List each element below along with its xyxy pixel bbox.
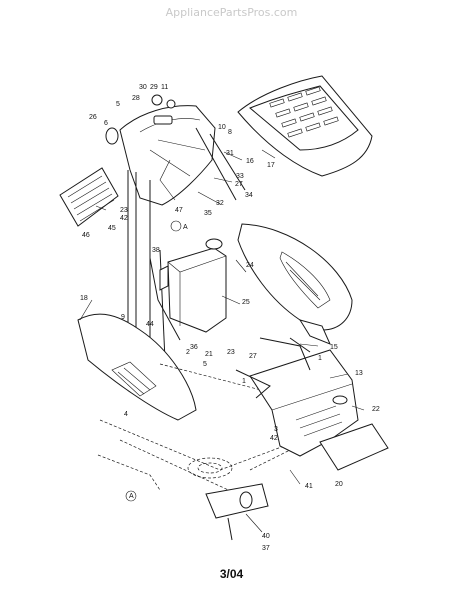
callout-label: 2 [186, 349, 190, 356]
callout-label: 6 [104, 120, 108, 127]
callout-label: 4 [124, 411, 128, 418]
callout-label: 22 [372, 406, 380, 413]
right-side-panel [237, 223, 353, 345]
reference-markers [125, 220, 182, 502]
callout-label: 24 [246, 262, 254, 269]
callout-labels: 30 29 11 28 5 10 6 8 26 31 16 17 33 27 4… [80, 84, 380, 552]
callout-label: 20 [335, 481, 343, 488]
callout-label: 23 [120, 207, 128, 214]
watermark: AppliancePartsPros.com [165, 6, 298, 19]
support-rods [149, 257, 311, 399]
callout-label: 1 [242, 378, 246, 385]
callout-label: 9 [121, 314, 125, 321]
callout-label: 25 [242, 299, 250, 306]
callout-label: 5 [116, 101, 120, 108]
callout-label: 47 [175, 207, 183, 214]
callout-label: 18 [80, 295, 88, 302]
callout-label: 33 [236, 173, 244, 180]
callout-label: 16 [246, 158, 254, 165]
callout-label: 29 [150, 84, 158, 91]
lower-bracket [205, 483, 269, 541]
callout-label: 15 [330, 344, 338, 351]
callout-label: 46 [82, 232, 90, 239]
callout-label: 36 [190, 344, 198, 351]
callout-label: 13 [355, 370, 363, 377]
frame-uprights [127, 170, 166, 361]
callout-label: 5 [203, 361, 207, 368]
callout-label: 10 [218, 124, 226, 131]
callout-label: 28 [132, 95, 140, 102]
hood-part [237, 75, 373, 177]
callout-label: 34 [245, 192, 253, 199]
callout-label: 30 [139, 84, 147, 91]
callout-label: 37 [262, 545, 270, 552]
callout-label: 32 [216, 200, 224, 207]
page-footer: 3/04 [219, 567, 244, 581]
callout-label: 41 [305, 483, 313, 490]
callout-label: 17 [267, 162, 275, 169]
callout-label: A [129, 493, 134, 500]
callout-label: A [183, 224, 188, 231]
callout-label: 44 [146, 321, 154, 328]
callout-label: 26 [89, 114, 97, 121]
grille-panel [59, 167, 119, 227]
callout-label: 35 [204, 210, 212, 217]
callout-label: 42 [270, 435, 278, 442]
callout-label: 3 [274, 426, 278, 433]
callout-label: 23 [227, 349, 235, 356]
callout-label: 21 [205, 351, 213, 358]
callout-label: 42 [120, 215, 128, 222]
callout-label: 40 [262, 533, 270, 540]
callout-label: 27 [235, 181, 243, 188]
left-side-panel [77, 313, 197, 421]
callout-label: 8 [228, 129, 232, 136]
callout-label: 31 [226, 150, 234, 157]
callout-label: 11 [161, 84, 168, 91]
callout-label: 1 [318, 355, 322, 362]
dash-tower-assembly [105, 94, 246, 206]
callout-label: 27 [249, 353, 257, 360]
headlight-lens [319, 423, 389, 471]
callout-leaders [79, 149, 365, 533]
callout-label: 45 [108, 225, 116, 232]
fuel-tank [159, 238, 227, 333]
callout-label: 38 [152, 247, 160, 254]
